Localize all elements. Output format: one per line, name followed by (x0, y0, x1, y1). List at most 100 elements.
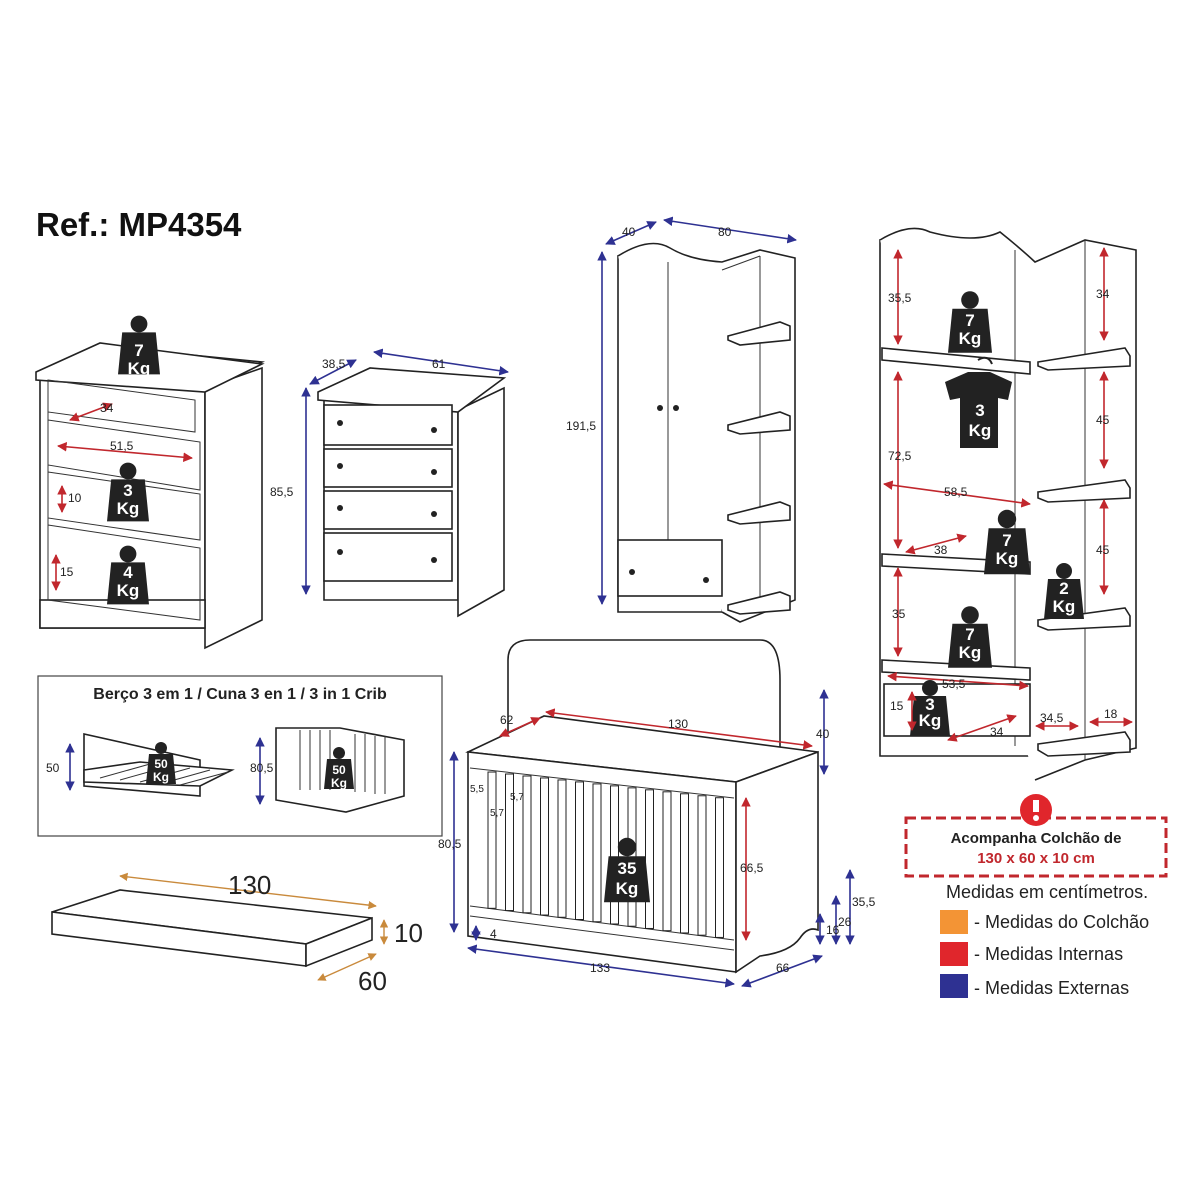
crib-slat (697, 795, 707, 936)
dim-crib-base-a: 35,5 (852, 895, 876, 909)
crib-slat (610, 785, 619, 925)
svg-text:Kg: Kg (128, 359, 151, 378)
crib-slat (645, 789, 654, 929)
legend-swatch-external (940, 974, 968, 998)
dim-tall-side-depth: 34,5 (1040, 711, 1064, 725)
dim-junior-height: 50 (46, 761, 60, 775)
svg-text:Kg: Kg (919, 711, 942, 730)
dim-tall-hang: 72,5 (888, 449, 912, 463)
svg-text:50: 50 (332, 763, 346, 777)
crib-weight-small-2: 50 Kg (324, 747, 354, 790)
dim-tall-side-low: 45 (1096, 543, 1110, 557)
dim-wardrobe-depth: 40 (622, 225, 636, 239)
svg-text:50: 50 (154, 757, 168, 771)
dim-crib-inner-depth: 62 (500, 713, 514, 727)
svg-text:Kg: Kg (996, 549, 1019, 568)
dim-crib-base-b: 26 (838, 915, 852, 929)
tall-weight-side: 2 Kg (1044, 563, 1084, 619)
svg-text:Kg: Kg (959, 329, 982, 348)
crib-variants-box: Berço 3 em 1 / Cuna 3 en 1 / 3 in 1 Crib… (37, 675, 443, 837)
svg-text:3: 3 (123, 481, 132, 500)
crib-slat (662, 791, 672, 932)
dim-dresser-low-height: 15 (60, 565, 74, 579)
svg-text:7: 7 (134, 341, 143, 360)
svg-text:3: 3 (925, 695, 934, 714)
dim-tall-side-width: 18 (1104, 707, 1118, 721)
dim-tall-inner-depth: 38 (934, 543, 948, 557)
legend-swatch-mattress (940, 910, 968, 934)
dim-crib-headboard: 40 (816, 727, 830, 741)
crib-variants-title: Berço 3 em 1 / Cuna 3 en 1 / 3 in 1 Crib (93, 686, 387, 703)
svg-text:4: 4 (123, 563, 133, 582)
dim-crib-slat-gap: 5,5 (470, 784, 484, 795)
dim-crib-height: 80,5 (438, 837, 462, 851)
dim-chest-depth: 38,5 (322, 357, 346, 371)
crib-slat (540, 777, 549, 916)
dim-tall-side-top: 34 (1096, 287, 1110, 301)
chest-drawing (317, 367, 507, 618)
dim-crib-base-c: 16 (826, 923, 840, 937)
tall-weight-drawer: 3 Kg (910, 680, 950, 736)
dim-crib-length: 133 (590, 961, 610, 975)
svg-text:7: 7 (965, 625, 974, 644)
tall-weight-low: 7 Kg (948, 606, 992, 668)
dim-wardrobe-width: 80 (718, 225, 732, 239)
tall-weight-shirt: 3 Kg (945, 356, 1012, 448)
dim-tall-inner-width: 58,5 (944, 485, 968, 499)
svg-text:130 x 60 x 10 cm: 130 x 60 x 10 cm (977, 850, 1095, 867)
mattress-drawing (51, 889, 373, 968)
dim-tall-drawer-height: 15 (890, 699, 904, 713)
crib-slat (715, 797, 724, 938)
crib-weight-small-1: 50 Kg (146, 742, 176, 784)
dim-crib-width: 66 (776, 961, 790, 975)
dim-mattress-width: 60 (358, 966, 387, 996)
legend-internal: - Medidas Internas (974, 944, 1123, 964)
svg-text:Kg: Kg (153, 770, 169, 784)
wardrobe-drawing (617, 242, 796, 623)
dim-dresser-drawer-height: 10 (68, 491, 82, 505)
crib-slat (557, 779, 567, 918)
dim-mattress-thickness: 10 (394, 918, 423, 948)
dim-wardrobe-height: 191,5 (566, 419, 596, 433)
crib-slat (575, 781, 584, 921)
mattress-notice: Acompanha Colchão de 130 x 60 x 10 cm (904, 794, 1168, 878)
svg-text:Kg: Kg (331, 776, 347, 790)
legend-swatch-internal (940, 942, 968, 966)
tall-weight-top: 7 Kg (948, 291, 992, 353)
dim-tall-top-shelf: 35,5 (888, 291, 912, 305)
reference-title: Ref.: MP4354 (36, 206, 242, 243)
svg-text:Kg: Kg (969, 421, 992, 440)
svg-text:Kg: Kg (117, 581, 140, 600)
crib-slat (505, 773, 514, 912)
legend-mattress: - Medidas do Colchão (974, 912, 1149, 932)
dim-tall-drawer-width: 53,5 (942, 677, 966, 691)
crib-slat (522, 775, 532, 914)
crib-slat (592, 783, 602, 923)
tall-weight-mid: 7 Kg (984, 509, 1030, 575)
svg-text:Kg: Kg (616, 879, 639, 898)
dim-crib-slat-width-a: 5,7 (490, 808, 504, 819)
dim-tall-drawer-depth: 34 (990, 725, 1004, 739)
crib-slat (680, 793, 689, 934)
crib-drawing (465, 639, 819, 974)
crib-weight-main: 35 Kg (604, 837, 650, 903)
dresser-weight-low: 4 Kg (107, 545, 149, 605)
dim-tall-side-mid: 45 (1096, 413, 1110, 427)
svg-text:3: 3 (975, 401, 984, 420)
dim-mattress-length: 130 (228, 870, 271, 900)
svg-text:Kg: Kg (959, 643, 982, 662)
dresser-weight-top: 7 Kg (118, 315, 160, 378)
svg-text:7: 7 (1002, 531, 1011, 550)
dim-dresser-depth: 34 (100, 401, 114, 415)
crib-slat (487, 771, 497, 909)
dim-tall-low-shelf: 35 (892, 607, 906, 621)
dim-sofa-height: 80,5 (250, 761, 274, 775)
dim-crib-slat-width-b: 5,7 (510, 792, 524, 803)
legend-heading: Medidas em centímetros. (946, 882, 1148, 902)
svg-text:35: 35 (618, 859, 637, 878)
dim-chest-height: 85,5 (270, 485, 294, 499)
svg-text:Acompanha Colchão de: Acompanha Colchão de (951, 830, 1122, 847)
dim-crib-inner-height: 66,5 (740, 861, 764, 875)
legend: - Medidas do Colchão - Medidas Internas … (940, 910, 1149, 998)
